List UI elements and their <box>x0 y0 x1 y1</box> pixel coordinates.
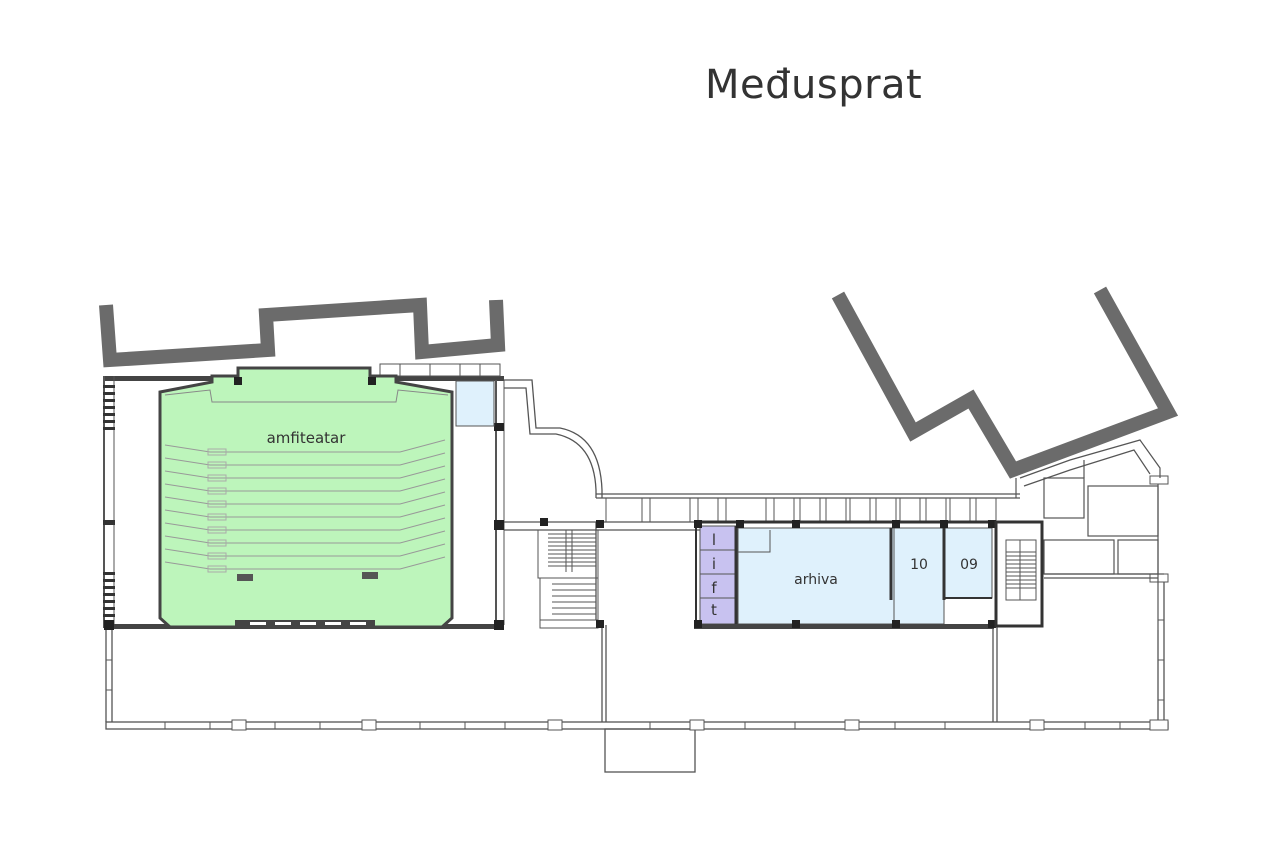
gallery-ticks <box>106 619 1164 729</box>
archive-block: arhiva 10 09 <box>694 520 1042 629</box>
lift-shaft: l i f t <box>699 525 737 625</box>
lift-letter-l: l <box>712 531 716 549</box>
corridor <box>504 379 1020 625</box>
gallery-outline <box>105 575 1169 773</box>
east-annex <box>1015 439 1164 630</box>
stairs-east <box>994 520 1044 628</box>
lift-letter-t: t <box>711 601 717 619</box>
outer-wall-right <box>831 286 1179 479</box>
amfiteatar-label: amfiteatar <box>267 429 347 447</box>
gallery-columns <box>231 475 1169 731</box>
lift-letter-f: f <box>711 579 717 597</box>
structural-columns <box>694 520 996 628</box>
page-title: Međusprat <box>705 62 923 108</box>
lift-letter-i: i <box>712 555 716 573</box>
room-10-label: 10 <box>910 557 928 573</box>
stairs-center <box>537 529 599 627</box>
arhiva-label: arhiva <box>794 572 838 588</box>
amfiteatar-room: amfiteatar <box>104 366 454 630</box>
room-09-label: 09 <box>960 557 978 573</box>
outer-wall-left <box>99 297 506 368</box>
small-room-blue <box>455 380 495 427</box>
